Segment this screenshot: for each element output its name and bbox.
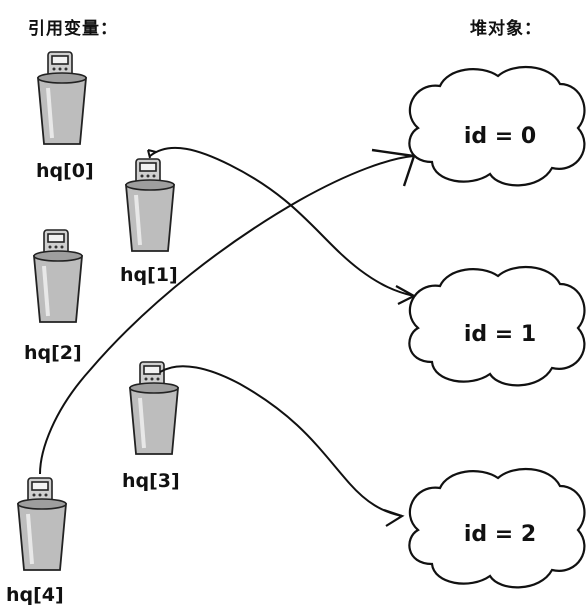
variable-label-hq1: hq[1] [120, 264, 178, 286]
cup-icon-hq3 [129, 361, 179, 455]
variable-label-hq3: hq[3] [122, 470, 180, 492]
heap-object-cloud-1 [408, 265, 586, 387]
arrow-hq1-to-id1 [149, 146, 415, 297]
variable-label-hq2: hq[2] [24, 342, 82, 364]
arrow-hq3-to-id2 [159, 365, 403, 517]
heap-object-cloud-0 [408, 65, 586, 187]
arrow-hq4-to-id0 [39, 155, 415, 475]
heap-object-label-1: id = 1 [463, 322, 537, 347]
heap-object-label-2: id = 2 [463, 522, 537, 547]
variable-label-hq0: hq[0] [36, 160, 94, 182]
reference-variables-heading: 引用变量： [28, 19, 118, 39]
heap-object-cloud-2 [408, 467, 586, 589]
cup-icon-hq0 [37, 51, 87, 145]
cup-icon-hq2 [33, 229, 83, 323]
heap-object-label-0: id = 0 [463, 124, 537, 149]
variable-label-hq4: hq[4] [6, 584, 64, 606]
cup-icon-hq1 [125, 158, 175, 252]
cup-icon-hq4 [17, 477, 67, 571]
heap-objects-heading: 堆对象： [470, 19, 542, 39]
